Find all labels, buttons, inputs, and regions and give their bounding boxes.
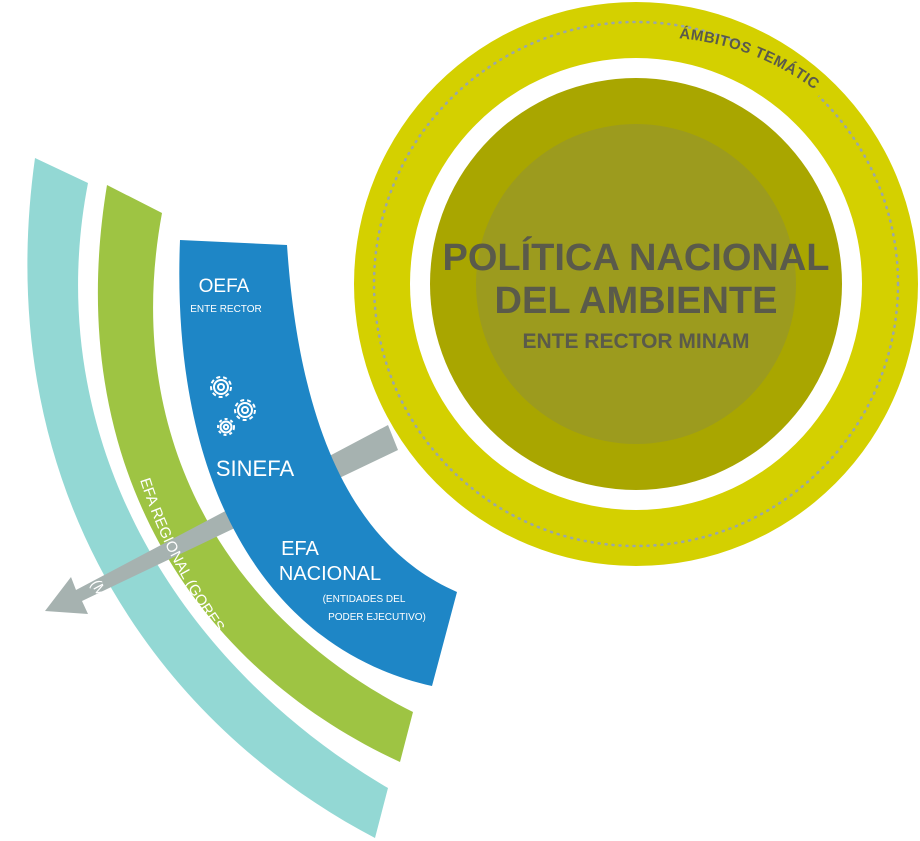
center-title-line1: POLÍTICA NACIONAL [442,235,829,279]
efa-local-band [27,158,388,838]
sinefa-band [179,240,457,686]
oefa-label: OEFA [199,276,250,297]
efa-nacional-line2: NACIONAL [279,563,381,585]
ring-label-patch [669,32,825,101]
dotted-orbit [372,20,900,548]
efa-nacional-sub2: PODER EJECUTIVO) [328,612,426,623]
gears-icon [210,376,256,436]
sinefa-label: SINEFA [216,456,295,481]
efa-nacional-line1: EFA [281,538,319,560]
efa-regional-band [97,185,413,762]
core-disc [476,124,796,444]
center-subtitle: ENTE RECTOR MINAM [522,330,749,353]
center-title-line2: DEL AMBIENTE [495,280,778,322]
oefa-sublabel: ENTE RECTOR [190,304,262,315]
efa-nacional-sub1: (ENTIDADES DEL [323,594,406,605]
